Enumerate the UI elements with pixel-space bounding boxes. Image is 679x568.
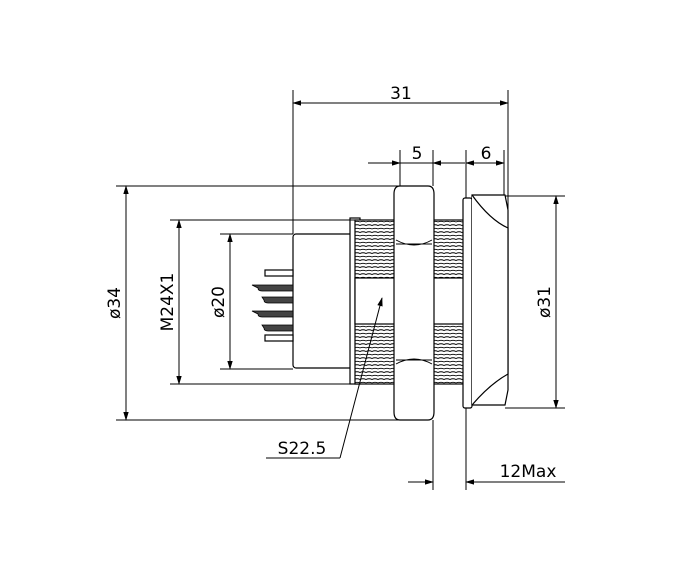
label-panel-thickness: 12Max — [500, 462, 557, 482]
label-nut-width: 5 — [412, 144, 423, 164]
dimension-labels: 31 5 6 ø34 M24X1 ø20 ø31 S22.5 12Max — [105, 84, 556, 482]
connector-body — [251, 185, 509, 421]
front-washer — [462, 197, 473, 409]
label-overall-length: 31 — [390, 84, 412, 104]
label-head-diameter: ø31 — [535, 286, 555, 318]
dimension-lines — [116, 90, 565, 490]
label-wrench-size: S22.5 — [278, 439, 327, 459]
contact-pins — [251, 269, 294, 342]
label-outer-diameter: ø34 — [105, 287, 125, 319]
label-thread-spec: M24X1 — [158, 273, 178, 332]
rear-housing — [292, 233, 356, 369]
label-head-width: 6 — [481, 144, 492, 164]
hex-nut — [393, 185, 435, 421]
label-inner-diameter: ø20 — [209, 286, 229, 318]
head-cap — [471, 194, 509, 406]
